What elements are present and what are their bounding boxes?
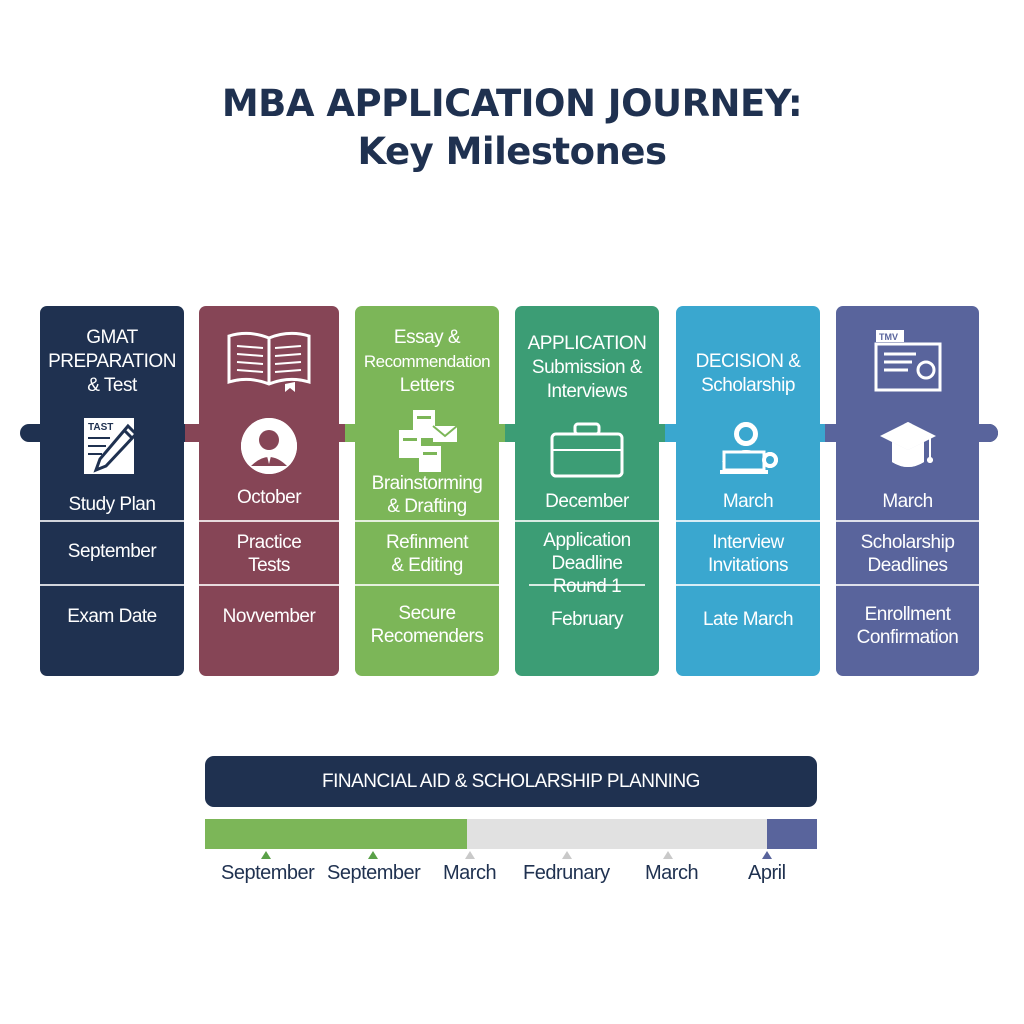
stage-row-text: Brainstorming & Drafting: [371, 473, 483, 517]
certificate-label: TMV: [879, 332, 898, 342]
stage-row-text: Scholarship Deadlines: [860, 532, 955, 576]
financial-progress-bar: [205, 819, 817, 849]
open-book-icon: [227, 331, 311, 392]
row-divider: [199, 520, 339, 522]
heading-line: Scholarship: [701, 375, 795, 396]
certificate-scroll-icon: TMV: [874, 330, 942, 392]
briefcase-icon: [550, 422, 624, 478]
stage-card-essay: Essay & Recommendation Letters Brainstor…: [355, 306, 499, 676]
stage-row-text: March: [722, 491, 774, 512]
heading-line: DECISION &: [695, 351, 801, 372]
stage-row-text: Enrollment Confirmation: [856, 604, 959, 648]
timeline-marker: [368, 851, 378, 859]
row-divider: [676, 520, 820, 522]
row-divider: [40, 584, 184, 586]
person-avatar-icon: [241, 418, 297, 474]
stage-card-practice: October Practice Tests Novvember: [199, 306, 339, 676]
heading-line: Submission &: [531, 357, 643, 378]
month-label: March: [645, 862, 699, 884]
stage-row-text: Application Deadline Round 1: [543, 530, 631, 597]
svg-text:TAST: TAST: [88, 422, 113, 433]
progress-fill: [205, 819, 467, 849]
stage-row-text: Secure Recomenders: [370, 603, 484, 647]
stage-row-text: Interview Invitations: [707, 532, 789, 576]
timeline-track: [20, 424, 998, 442]
timeline-marker: [562, 851, 572, 859]
heading-line: GMAT: [86, 327, 138, 348]
month-label: March: [443, 862, 497, 884]
stage-row-text: February: [550, 609, 624, 630]
row-divider: [355, 520, 499, 522]
stage-row-text: Exam Date: [67, 606, 157, 627]
stage-row-text: Novvember: [222, 606, 316, 627]
month-label: September: [221, 862, 315, 884]
graduation-cap-icon: [880, 422, 936, 467]
row-divider: [836, 584, 979, 586]
heading-line: Recommendation: [363, 352, 491, 371]
heading-line: Letters: [399, 375, 455, 396]
heading-line: PREPARATION: [48, 351, 176, 372]
row-divider: [40, 520, 184, 522]
stage-row-text: September: [67, 541, 157, 562]
stage-row-text: October: [236, 487, 302, 508]
month-label: September: [327, 862, 421, 884]
heading-line: Interviews: [546, 381, 628, 402]
financial-aid-banner: FINANCIAL AID & SCHOLARSHIP PLANNING: [205, 756, 817, 807]
row-divider: [515, 520, 659, 522]
stage-row-text: Late March: [702, 609, 794, 630]
timeline-marker: [663, 851, 673, 859]
row-divider: [836, 520, 979, 522]
progress-end-segment: [767, 819, 817, 849]
stage-card-gmat: GMAT PREPARATION & Test TAST Study Plan …: [40, 306, 184, 676]
person-laptop-award-icon: [720, 422, 778, 474]
documents-envelope-icon: [399, 410, 458, 472]
heading-line: Essay &: [393, 327, 461, 348]
page-subtitle: Key Milestones: [357, 130, 667, 173]
stage-card-decision: DECISION & Scholarship March Interview I…: [676, 306, 820, 676]
timeline-marker: [261, 851, 271, 859]
page-title: MBA APPLICATION JOURNEY:: [221, 82, 803, 125]
stage-card-application: APPLICATION Submission & Interviews Dece…: [515, 306, 659, 676]
test-paper-pencil-icon: TAST: [84, 418, 139, 474]
stage-row-text: Practice Tests: [236, 532, 302, 576]
month-label: Fedrunary: [523, 862, 610, 884]
stage-row-text: December: [545, 491, 629, 512]
timeline-marker: [465, 851, 475, 859]
stage-card-enrollment: TMV March Scholarship Deadlines Enrollme…: [836, 306, 979, 676]
row-divider: [355, 584, 499, 586]
row-divider: [676, 584, 820, 586]
heading-line: APPLICATION: [527, 333, 647, 354]
row-divider: [529, 584, 645, 586]
stage-row-text: Study Plan: [68, 494, 156, 515]
stage-row-text: March: [882, 491, 933, 512]
heading-line: & Test: [87, 375, 137, 396]
stage-heading: DECISION & Scholarship: [676, 350, 820, 398]
timeline-marker: [762, 851, 772, 859]
stage-heading: APPLICATION Submission & Interviews: [515, 332, 659, 404]
month-label: April: [748, 862, 786, 884]
stage-heading: Essay & Recommendation Letters: [355, 326, 499, 398]
stage-heading: GMAT PREPARATION & Test: [40, 326, 184, 398]
stage-row-text: Refinment & Editing: [385, 532, 469, 576]
row-divider: [199, 584, 339, 586]
